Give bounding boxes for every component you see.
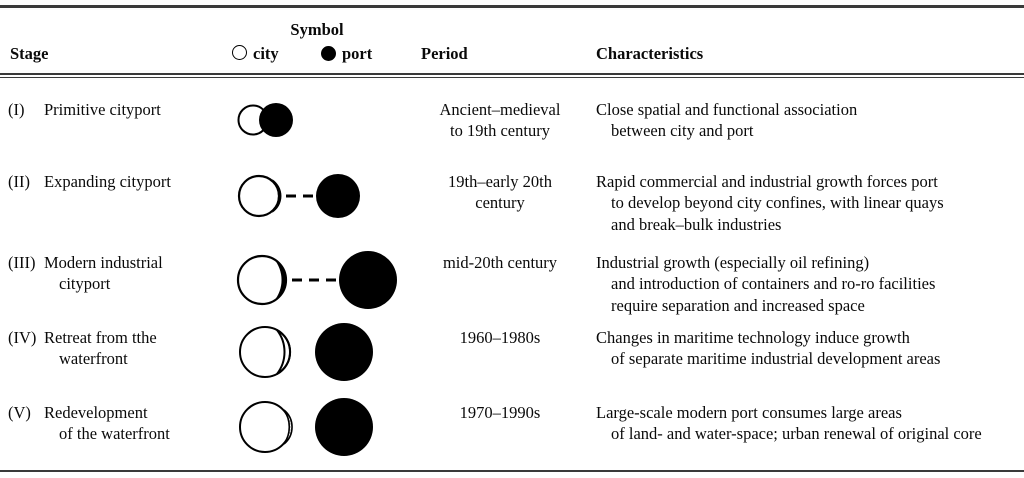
characteristics-line: and introduction of containers and ro-ro…: [611, 274, 936, 294]
stage-cell: (I) Primitive cityport: [8, 99, 223, 120]
period-line: to 19th century: [450, 121, 550, 141]
filled-circle-icon: [315, 323, 373, 381]
stage-name-line: waterfront: [59, 349, 128, 369]
table-bottom-rule: [0, 470, 1024, 472]
characteristics-line: Rapid commercial and industrial growth f…: [596, 172, 938, 191]
outline-lens-overlap-icon: [276, 329, 292, 375]
period-cell: 1970–1990s: [416, 402, 584, 423]
characteristics-line: Industrial growth (especially oil refini…: [596, 253, 870, 272]
stage-number: (II): [8, 172, 30, 191]
symbol-cell: [232, 165, 412, 235]
characteristics-line: Changes in maritime technology induce gr…: [596, 328, 910, 347]
characteristics-line: of land- and water-space; urban renewal …: [611, 424, 982, 444]
stage-name-line: cityport: [59, 274, 111, 294]
stippled-lens-redevelopment-icon: [283, 409, 293, 445]
stage-cell: (III) Modern industrial cityport: [8, 252, 223, 295]
stage-2-symbol-diagram: [237, 174, 360, 218]
table-top-rule: [0, 5, 1024, 8]
stage-5-symbol-diagram: [239, 398, 373, 456]
stage-cell: (V) Redevelopment of the waterfront: [8, 402, 223, 445]
stage-cell: (IV) Retreat from tthe waterfront: [8, 327, 223, 370]
open-circle-icon: [237, 174, 281, 218]
characteristics-cell: Large-scale modern port consumes large a…: [596, 402, 1020, 445]
period-cell: 19th–early 20th century: [416, 171, 584, 214]
open-circle-icon: [232, 45, 247, 60]
characteristics-cell: Industrial growth (especially oil refini…: [596, 252, 1020, 316]
legend-city: city: [232, 44, 279, 64]
filled-circle-icon: [321, 46, 336, 61]
stage-name-line: Redevelopment: [44, 403, 148, 422]
characteristics-cell: Changes in maritime technology induce gr…: [596, 327, 1020, 370]
period-cell: 1960–1980s: [416, 327, 584, 348]
column-header-characteristics: Characteristics: [596, 44, 704, 63]
symbol-cell: [232, 93, 412, 155]
column-header-symbol: Symbol: [290, 20, 344, 39]
characteristics-line: of separate maritime industrial developm…: [611, 349, 941, 369]
legend-city-label: city: [253, 44, 279, 63]
column-header-period: Period: [421, 44, 468, 63]
filled-circle-icon: [339, 251, 397, 309]
table-row: (V) Redevelopment of the waterfront: [0, 396, 1024, 462]
characteristics-line: to develop beyond city confines, with li…: [611, 193, 944, 213]
open-circle-icon: [239, 401, 291, 453]
stage-name: Retreat from tthe waterfront: [44, 327, 214, 370]
period-cell: Ancient–medieval to 19th century: [416, 99, 584, 142]
stage-name-line: of the waterfront: [59, 424, 170, 444]
characteristics-line: Large-scale modern port consumes large a…: [596, 403, 902, 422]
characteristics-line: require separation and increased space: [611, 295, 865, 315]
period-line: Ancient–medieval: [439, 100, 561, 119]
table-row: (IV) Retreat from tthe waterfront 1960–1…: [0, 321, 1024, 387]
period-line: century: [475, 193, 525, 213]
table-row: (II) Expanding cityport 19th–early 20th c…: [0, 165, 1024, 235]
stage-name: Primitive cityport: [44, 100, 161, 119]
period-line: mid-20th century: [442, 253, 558, 272]
stage-name: Expanding cityport: [44, 172, 171, 191]
legend-port-label: port: [342, 44, 373, 63]
filled-circle-icon: [315, 398, 373, 456]
period-line: 1960–1980s: [459, 328, 541, 347]
characteristics-line: between city and port: [611, 121, 754, 141]
filled-circle-icon: [316, 174, 360, 218]
stage-number: (IV): [8, 328, 37, 347]
symbol-cell: [232, 396, 412, 462]
stage-3-symbol-diagram: [236, 251, 397, 309]
table-header-rule-lower: [0, 77, 1024, 78]
characteristics-line: and break–bulk industries: [611, 214, 782, 234]
table-row: (III) Modern industrial cityport mid-20t…: [0, 246, 1024, 320]
solid-lens-overlap-icon: [272, 179, 282, 213]
stage-number: (I): [8, 100, 25, 119]
stage-name-line: Retreat from tthe: [44, 328, 157, 347]
stage-name: Modern industrial cityport: [44, 252, 214, 295]
table-header: Symbol Stage city port Period Characteri…: [0, 8, 1024, 73]
filled-circle-icon: [259, 103, 293, 137]
characteristics-line: Close spatial and functional association: [596, 100, 858, 119]
table-row: (I) Primitive cityport Ancient–medieval t…: [0, 93, 1024, 155]
stage-4-symbol-diagram: [239, 323, 373, 381]
stage-name-line: Modern industrial: [44, 253, 163, 272]
period-cell: mid-20th century: [416, 252, 584, 273]
stage-name: Redevelopment of the waterfront: [44, 402, 214, 445]
table-header-rule-upper: [0, 73, 1024, 75]
solid-lens-overlap-icon: [274, 259, 287, 301]
legend-port: port: [321, 44, 372, 64]
symbol-cell: [232, 321, 412, 387]
column-header-stage: Stage: [10, 44, 49, 63]
characteristics-cell: Close spatial and functional association…: [596, 99, 1020, 142]
period-line: 1970–1990s: [459, 403, 541, 422]
symbol-cell: [232, 246, 412, 320]
stage-number: (V): [8, 403, 31, 422]
period-line: 19th–early 20th: [447, 172, 553, 191]
stage-number: (III): [8, 253, 36, 272]
stage-1-symbol-diagram: [237, 103, 293, 137]
characteristics-cell: Rapid commercial and industrial growth f…: [596, 171, 1020, 235]
stage-cell: (II) Expanding cityport: [8, 171, 223, 192]
